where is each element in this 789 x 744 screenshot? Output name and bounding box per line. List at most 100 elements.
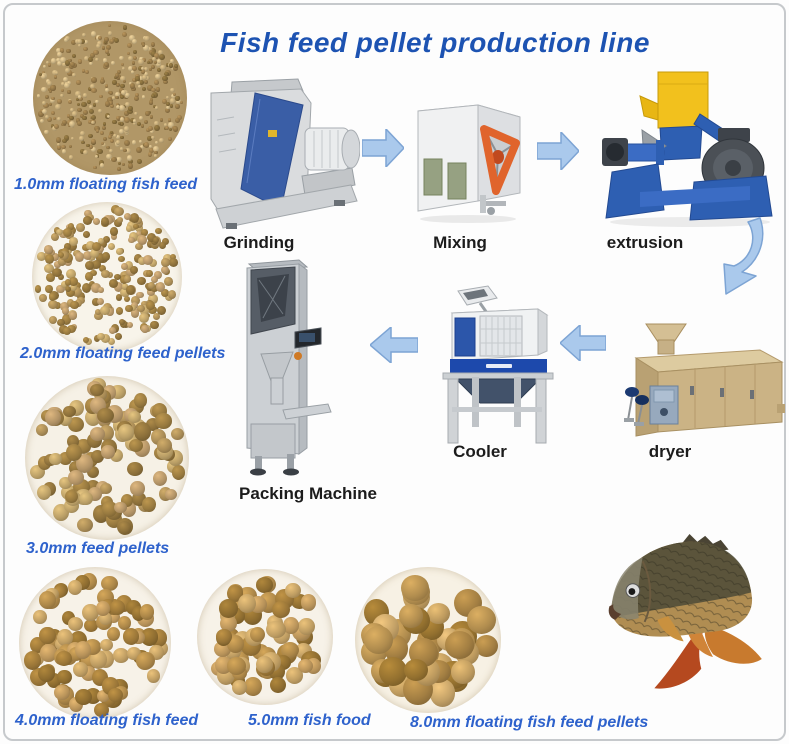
pellet [152, 312, 160, 320]
pellet [75, 688, 92, 706]
pellet [120, 83, 125, 89]
pellet [176, 99, 181, 104]
pellet [107, 337, 116, 346]
pellet [77, 39, 83, 44]
pellet [107, 242, 115, 250]
pellet [401, 575, 430, 602]
machine-label-cooler: Cooler [453, 442, 507, 461]
dryer-machine-image [624, 323, 785, 437]
pellet [141, 324, 149, 333]
pellet [116, 115, 120, 120]
pellet [149, 98, 154, 102]
pellet [115, 294, 123, 301]
pellet [91, 87, 98, 93]
pellet [117, 616, 132, 630]
pellet [41, 74, 46, 80]
pellet [110, 227, 118, 236]
pellet [72, 111, 78, 117]
pellet [114, 206, 125, 217]
pellet [285, 666, 304, 684]
pellet [97, 41, 103, 47]
pellet [139, 604, 155, 620]
pellet [165, 63, 170, 67]
pellet [126, 461, 144, 477]
pellet [164, 489, 177, 501]
pellet [168, 127, 172, 131]
pellet [153, 53, 159, 59]
pellet [270, 677, 286, 693]
pellet [140, 145, 145, 149]
pellet [40, 86, 47, 92]
pellet [33, 609, 47, 624]
pellet [175, 104, 181, 109]
pellet [124, 261, 133, 271]
pellet [69, 300, 79, 310]
pellet-photo-3mm [25, 376, 189, 540]
pellet [170, 87, 175, 92]
pellet [64, 60, 71, 66]
pellet [117, 424, 135, 441]
pellet [57, 51, 62, 57]
pellet [155, 61, 162, 67]
pellet [89, 52, 95, 58]
pellet [297, 617, 315, 636]
pellet [154, 150, 158, 155]
pellet [39, 118, 45, 124]
pellet [91, 120, 95, 125]
pellet [138, 80, 144, 85]
pellet [119, 122, 124, 127]
pellet [114, 38, 119, 44]
pellet [173, 92, 177, 96]
pellet [124, 147, 131, 154]
pellet [48, 87, 52, 92]
pellet [65, 489, 78, 503]
pellet [163, 71, 169, 77]
pellet [133, 121, 137, 126]
pellet [56, 48, 61, 54]
pellet [138, 139, 142, 144]
pellet [119, 104, 126, 111]
pellet [77, 517, 93, 533]
pellet [54, 685, 70, 700]
pellet [67, 90, 71, 94]
pellet [82, 149, 89, 156]
pellet [68, 58, 73, 63]
pellet [106, 66, 110, 71]
pellet [297, 659, 313, 674]
pellet [78, 97, 83, 102]
pellet [95, 99, 99, 104]
pellet [156, 59, 161, 64]
pellet [137, 276, 147, 285]
pellet [82, 337, 90, 344]
machine-label-extrusion: extrusion [606, 233, 684, 252]
pellet [83, 251, 93, 261]
pellet [65, 68, 70, 73]
pellet [155, 282, 165, 293]
pellet [82, 93, 88, 98]
pellet [121, 262, 129, 270]
pellet [51, 268, 62, 278]
pellet [61, 61, 67, 67]
pellet [123, 148, 127, 152]
pellet [64, 285, 71, 293]
pellet [154, 271, 162, 280]
pellet [68, 144, 72, 148]
pellet [49, 316, 58, 325]
pellet [59, 57, 66, 63]
pellet [94, 702, 109, 718]
pellet [56, 145, 61, 150]
pellet [61, 306, 70, 315]
pellet [115, 332, 123, 340]
pellet [69, 311, 78, 320]
pellet [56, 228, 63, 236]
pellet [88, 87, 92, 91]
pellet [57, 669, 72, 684]
pellet [399, 604, 423, 628]
pellet [174, 117, 180, 123]
pellet [115, 95, 120, 100]
pellet [68, 121, 75, 128]
pellet [244, 677, 262, 697]
pellet [59, 476, 72, 489]
pellet [107, 31, 112, 36]
pellet [154, 121, 159, 126]
